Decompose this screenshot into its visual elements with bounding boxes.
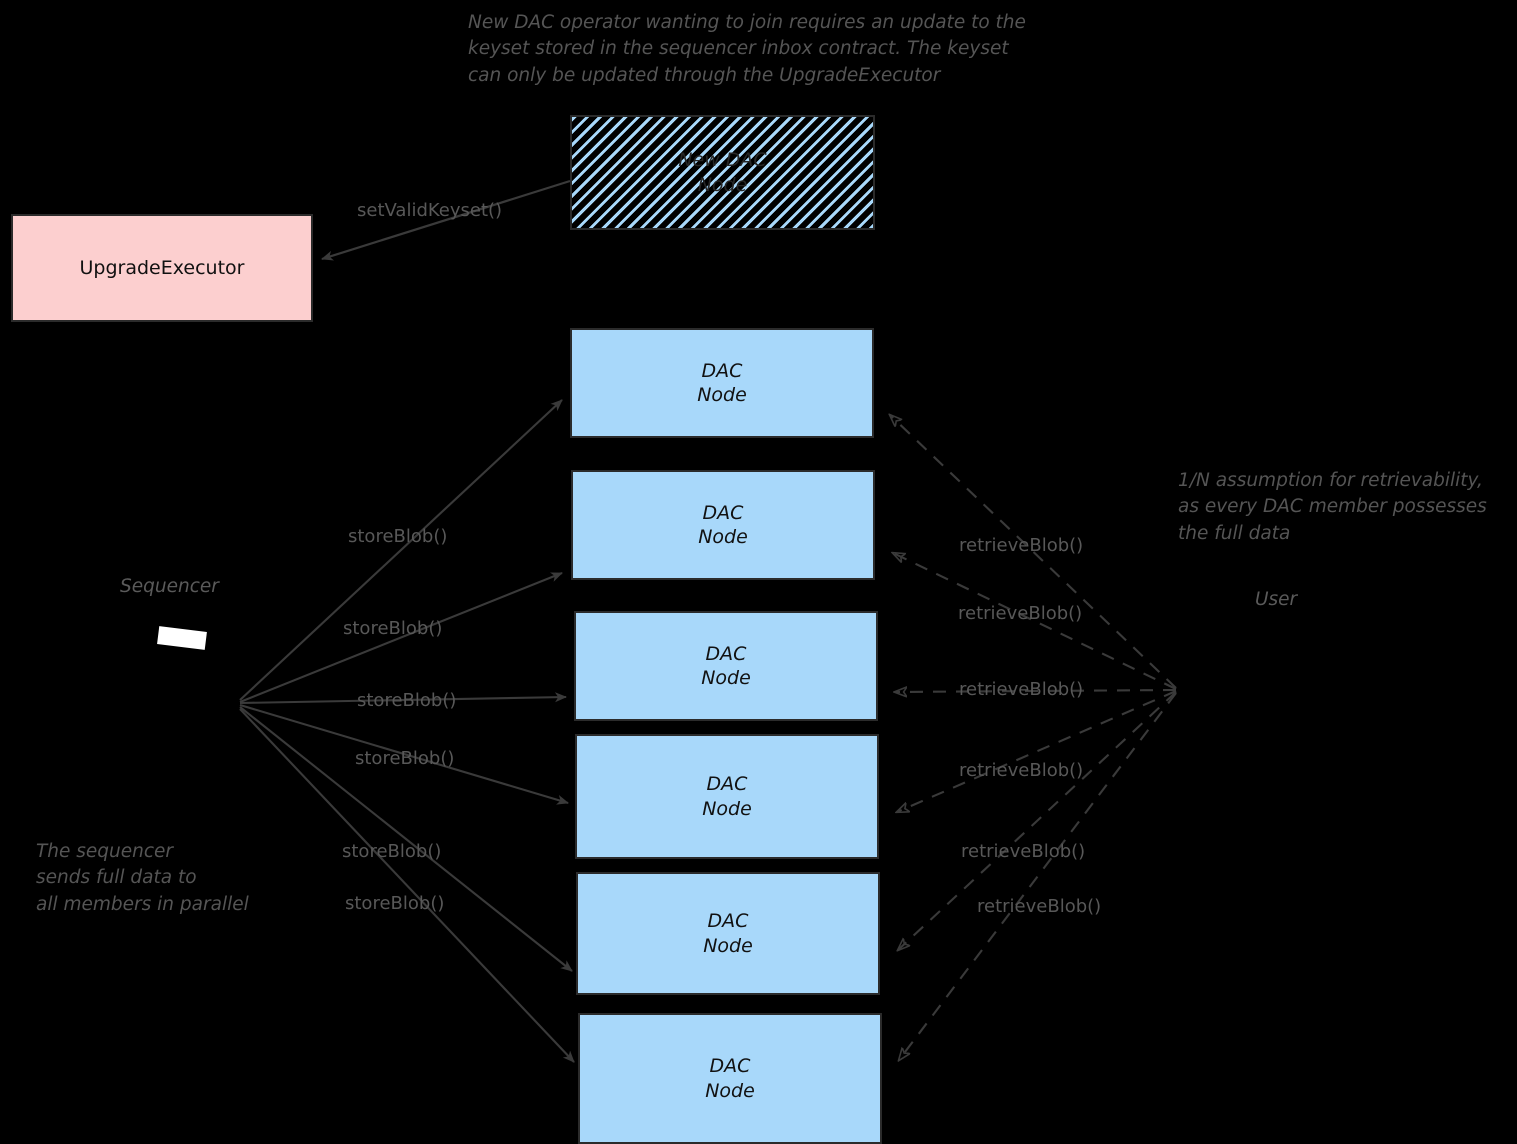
dac-node-2-line2: Node: [698, 526, 748, 548]
label-storeblob-4: storeBlob(): [355, 748, 455, 769]
new-dac-node-box[interactable]: New DAC Node: [570, 115, 875, 230]
edge-retrieveblob-6: [899, 692, 1177, 1060]
dac-node-5-line2: Node: [703, 934, 753, 957]
upgrade-executor-box[interactable]: UpgradeExecutor: [11, 214, 313, 322]
sequencer-icon: [157, 626, 207, 650]
dac-node-3-line2: Node: [701, 667, 751, 689]
edge-storeblob-1: [239, 399, 563, 701]
user-label: User: [1255, 589, 1298, 610]
dac-node-4-line1: DAC: [706, 773, 748, 796]
label-storeblob-1: storeBlob(): [348, 526, 448, 547]
label-storeblob-6: storeBlob(): [345, 893, 445, 914]
label-retrieveblob-2: retrieveBlob(): [958, 603, 1083, 624]
dac-node-1[interactable]: DAC Node: [570, 328, 874, 438]
dac-node-6-line1: DAC: [709, 1055, 751, 1078]
new-dac-node-line2: Node: [697, 173, 748, 196]
label-storeblob-5: storeBlob(): [342, 841, 442, 862]
dac-node-4-line2: Node: [702, 797, 752, 820]
dac-node-3[interactable]: DAC Node: [574, 611, 878, 721]
dac-node-1-line1: DAC: [701, 359, 743, 382]
edge-group-storeblob: [239, 399, 575, 1063]
note-keyset-update: New DAC operator wanting to join require…: [468, 12, 1026, 86]
label-retrieveblob-6: retrieveBlob(): [977, 896, 1102, 917]
new-dac-node-line1: New DAC: [678, 149, 767, 172]
edge-retrieveblob-4: [897, 690, 1177, 812]
dac-node-4[interactable]: DAC Node: [575, 734, 879, 859]
label-retrieveblob-3: retrieveBlob(): [959, 679, 1084, 700]
note-retrievability: 1/N assumption for retrievability, as ev…: [1178, 470, 1487, 544]
label-setvalidkeyset: setValidKeyset(): [357, 200, 503, 221]
dac-node-6-line2: Node: [705, 1079, 755, 1102]
dac-node-2[interactable]: DAC Node: [571, 470, 875, 580]
dac-node-6[interactable]: DAC Node: [578, 1013, 882, 1144]
dac-node-3-line1: DAC: [705, 642, 747, 665]
label-retrieveblob-1: retrieveBlob(): [959, 535, 1084, 556]
label-storeblob-2: storeBlob(): [343, 618, 443, 639]
label-storeblob-3: storeBlob(): [357, 690, 457, 711]
label-retrieveblob-4: retrieveBlob(): [959, 760, 1084, 781]
label-retrieveblob-5: retrieveBlob(): [961, 841, 1086, 862]
dac-node-2-line1: DAC: [702, 501, 744, 524]
edge-group-retrieveblob: [890, 415, 1177, 1060]
dac-node-5[interactable]: DAC Node: [576, 872, 880, 995]
note-sequencer-parallel: The sequencer sends full data to all mem…: [36, 841, 249, 915]
dac-node-5-line1: DAC: [707, 910, 749, 933]
sequencer-label: Sequencer: [120, 576, 219, 597]
dac-node-1-line2: Node: [697, 384, 747, 406]
